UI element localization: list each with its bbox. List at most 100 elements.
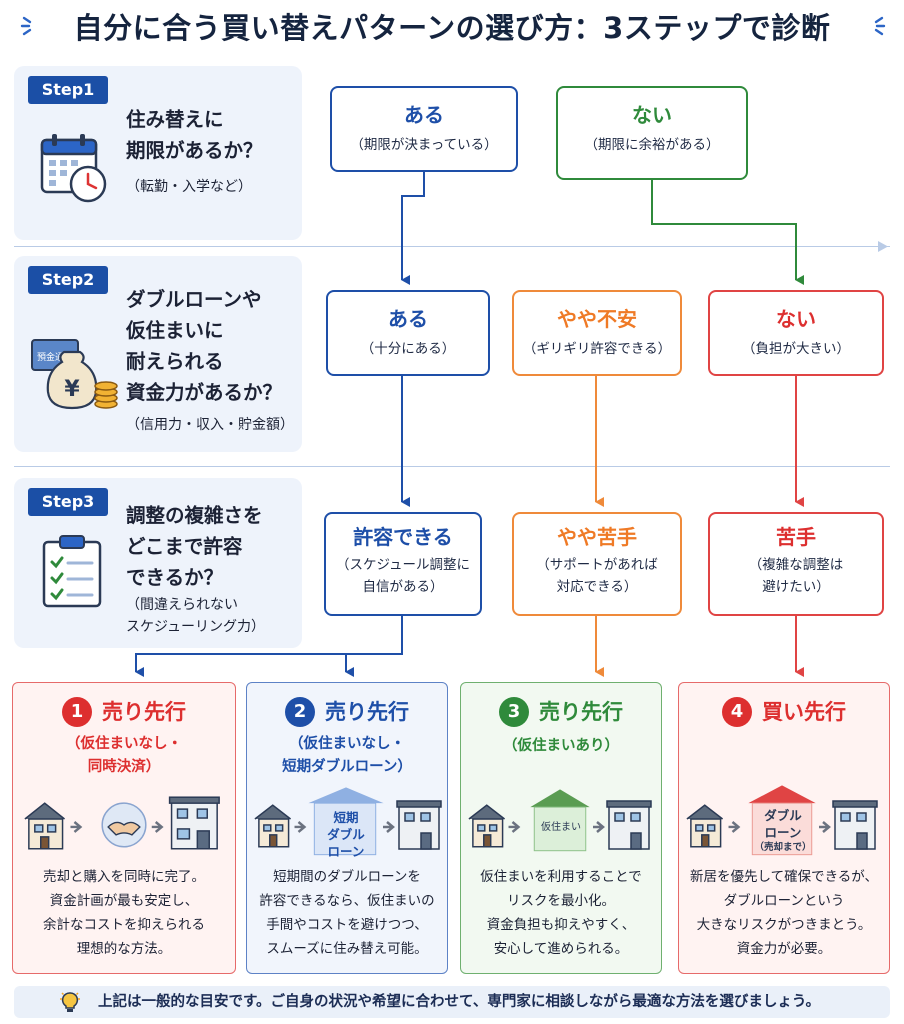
money-bag-icon: 預金通帳 ¥ [31, 339, 118, 410]
result-desc-line: 余計なコストを抑えられる [43, 917, 205, 933]
short-double-loan-badge: 短期 [333, 810, 359, 825]
option-label: ない [776, 307, 816, 331]
option-label: ある [388, 307, 428, 331]
result-subtitle: 同時決済） [87, 759, 161, 775]
house-icon [593, 800, 652, 850]
double-loan-badge: ダブル [764, 808, 802, 823]
option-note: 自信がある） [362, 579, 444, 595]
house-icon [383, 800, 442, 850]
option-note: （複雑な調整は [748, 557, 844, 573]
result-desc-line: 安心して進められる。 [493, 941, 629, 957]
divider [14, 246, 890, 247]
connector-step1-yes [401, 172, 425, 285]
arrow-right-icon [878, 241, 888, 252]
result-title: 売り先行 [102, 700, 186, 724]
result-subtitle: （仮住まいなし・ [66, 736, 182, 752]
house-icon [819, 800, 878, 850]
result-title: 売り先行 [325, 700, 409, 724]
house-icon [468, 804, 506, 848]
house-illustration [24, 796, 220, 850]
step2-option-somewhat: やや不安 （ギリギリ許容できる） [512, 290, 682, 376]
step3-option-somewhat: やや苦手 （サポートがあれば 対応できる） [512, 512, 682, 616]
double-loan-badge-note: （売却まで） [754, 842, 812, 853]
option-label: やや不安 [557, 307, 637, 331]
option-label: ある [404, 103, 444, 127]
step1-question-line: 期限があるか？ [126, 139, 263, 162]
result-desc-line: ダブルローンという [723, 893, 845, 909]
step2-option-yes: ある （十分にある） [326, 290, 490, 376]
option-note: （スケジュール調整に [335, 557, 471, 573]
step2-badge: Step2 [28, 266, 108, 294]
result-desc-line: 理想的な方法。 [76, 941, 172, 957]
step3-question-line: 調整の複雑さを [126, 504, 263, 527]
result-title: 売り先行 [539, 700, 623, 724]
step3-option-yes: 許容できる （スケジュール調整に 自信がある） [324, 512, 482, 616]
option-note: 避けたい） [762, 579, 830, 595]
option-label: ない [632, 103, 672, 127]
step1-option-no: ない （期限に余裕がある） [556, 86, 748, 180]
step3-question-line: どこまで許容 [126, 535, 243, 558]
house-icon [686, 804, 724, 848]
result-desc-line: 短期間のダブルローンを [273, 869, 421, 885]
double-loan-badge: ローン [764, 825, 802, 840]
option-note: （負担が大きい） [742, 341, 850, 357]
result-number: 4 [722, 697, 752, 727]
result-subtitle: 短期ダブルローン） [282, 759, 412, 775]
result-desc-line: 資金計画が最も安定し、 [49, 893, 199, 909]
step3-panel: Step3 調整の複雑さを どこまで許容 できるか？ （間違えられない スケジュ… [14, 478, 302, 648]
step2-note: （信用力・収入・貯金額） [126, 417, 294, 433]
result-number: 2 [285, 697, 315, 727]
option-note: （十分にある） [360, 341, 456, 357]
svg-text:¥: ¥ [64, 377, 80, 402]
footer-text: 上記は一般的な目安です。ご自身の状況や希望に合わせて、専門家に相談しながら最適な… [98, 994, 820, 1010]
result-desc-line: 資金力が必要。 [736, 941, 832, 957]
option-label: 許容できる [353, 525, 453, 549]
result-desc-line: 許容できるなら、仮住まいの [259, 893, 435, 909]
option-note: （期限に余裕がある） [584, 137, 720, 153]
result-desc-line: 新居を優先して確保できるが、 [689, 869, 879, 885]
option-label: 苦手 [776, 525, 816, 549]
result-desc-line: 仮住まいを利用することで [480, 869, 642, 885]
short-double-loan-badge: ローン [327, 844, 365, 859]
house-icon [24, 802, 66, 850]
sparkle-icon [874, 16, 886, 36]
result-desc-line: 売却と購入を同時に完了。 [43, 869, 205, 885]
page-title: 自分に合う買い替えパターンの選び方：3ステップで診断 [73, 11, 831, 45]
result-desc-line: 手間やコストを避けつつ、 [266, 917, 428, 933]
step3-option-no: 苦手 （複雑な調整は 避けたい） [708, 512, 884, 616]
step3-note: スケジューリング力） [126, 619, 266, 635]
handshake-icon [101, 802, 147, 848]
step1-note: （転勤・入学など） [126, 179, 252, 195]
result-title: 買い先行 [762, 700, 846, 724]
step1-panel: Step1 住み替えに 期限があるか？ （転勤・入学など） [14, 66, 302, 240]
result-desc-line: 資金負担も抑えやすく、 [486, 917, 636, 933]
step1-question-line: 住み替えに [126, 108, 224, 131]
short-double-loan-badge: ダブル [327, 827, 365, 842]
step2-panel: Step2 預金通帳 ¥ ダブルローンや 仮住まいに 耐えられる 資金力があるか… [14, 256, 302, 452]
step2-question-line: 仮住まいに [126, 319, 224, 342]
result-card-2: 2 売り先行 （仮住まいなし・ 短期ダブルローン） 短期 ダブル ローン 短期間の… [246, 682, 448, 974]
checklist-icon [42, 535, 102, 608]
temporary-housing-badge: 仮住まい [541, 822, 581, 833]
connector-step1-no [651, 180, 804, 285]
step2-question-line: 資金力があるか？ [126, 381, 283, 404]
option-label: やや苦手 [557, 525, 637, 549]
sparkle-icon [20, 16, 32, 36]
result-subtitle: （仮住まいなし・ [289, 736, 405, 752]
result-subtitle: （仮住まいあり） [503, 738, 619, 754]
result-desc-line: 大きなリスクがつきまとう。 [696, 917, 872, 933]
result-desc-line: リスクを最小化。 [507, 893, 615, 909]
result-desc-line: スムーズに住み替え可能。 [266, 941, 428, 957]
step3-question-line: できるか？ [126, 566, 224, 589]
house-illustration [686, 785, 816, 856]
house-illustration [468, 789, 590, 852]
house-icon [254, 804, 292, 848]
option-note: （ギリギリ許容できる） [522, 341, 672, 357]
calendar-clock-icon [40, 134, 107, 203]
footer-note: 上記は一般的な目安です。ご自身の状況や希望に合わせて、専門家に相談しながら最適な… [14, 986, 890, 1018]
option-note: 対応できる） [556, 579, 638, 595]
step2-option-no: ない （負担が大きい） [708, 290, 884, 376]
